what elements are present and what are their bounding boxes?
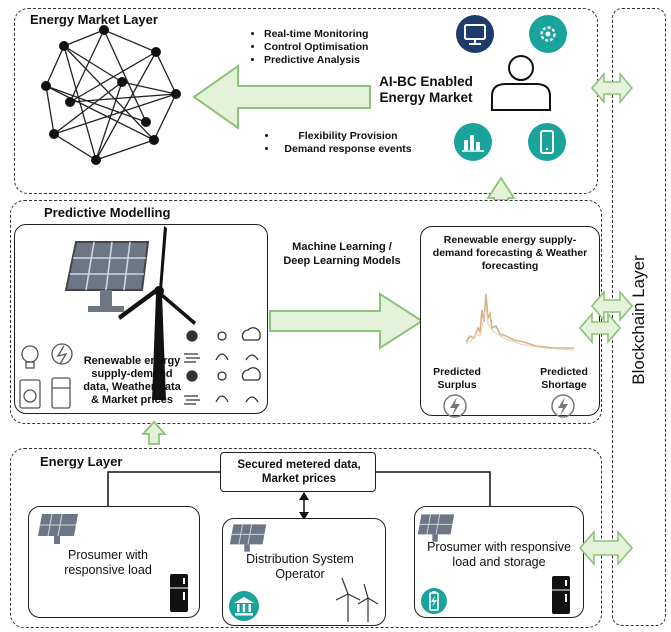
ml-to-forecast-arrow <box>269 292 424 350</box>
energy-layer <box>10 448 602 628</box>
dso-label: Distribution System Operator <box>246 552 354 581</box>
weather-icons <box>184 327 261 405</box>
market-services-list: Flexibility Provision Demand response ev… <box>262 130 418 156</box>
fridge-icon <box>170 574 188 612</box>
solar-panel-icon <box>64 241 150 312</box>
predictive-to-market-arrow <box>486 176 516 200</box>
prosumer-left-label: Prosumer with responsive load <box>64 548 152 577</box>
fridge-icon <box>552 576 570 614</box>
blockchain-layer <box>612 8 666 626</box>
monitor-icon <box>456 15 494 53</box>
solar-panel-icon <box>417 514 455 542</box>
solar-panel-icon <box>229 524 267 552</box>
market-blockchain-arrow <box>590 71 634 105</box>
predicted-shortage-label: Predicted Shortage <box>540 366 588 391</box>
inputs-label: Renewable energy supply-demand data, Wea… <box>83 355 181 406</box>
wind-turbine-icon <box>335 577 379 622</box>
energy-blockchain-arrow <box>578 529 634 567</box>
market-to-network-arrow <box>192 64 371 130</box>
metered-data-label: Secured metered data, Market prices <box>237 459 361 485</box>
predicted-surplus-label: Predicted Surplus <box>433 366 481 391</box>
market-label-line2: Energy Market <box>379 90 473 105</box>
bank-icon <box>229 591 259 621</box>
forecast-title: Renewable energy supply-demand forecasti… <box>432 234 588 272</box>
bullet-item: Demand response events <box>278 143 418 156</box>
user-icon <box>491 55 551 111</box>
analytics-icon <box>454 123 492 161</box>
market-label: AI-BC Enabled Energy Market <box>368 74 484 106</box>
market-label-line1: AI-BC Enabled <box>379 74 473 89</box>
bullet-item: Predictive Analysis <box>264 54 368 67</box>
predictive-blockchain-arrow <box>590 289 634 323</box>
mobile-icon <box>528 123 566 161</box>
lightning-icon <box>443 394 467 418</box>
forecast-chart-icon <box>465 293 575 351</box>
energy-to-predictive-arrow <box>141 420 167 445</box>
forecast-panel <box>420 226 600 416</box>
gear-icon <box>529 15 567 53</box>
forecast-blockchain-arrow <box>578 311 622 345</box>
energy-market-layer-title: Energy Market Layer <box>30 12 158 27</box>
appliance-icons <box>19 343 73 409</box>
energy-layer-title: Energy Layer <box>40 454 123 469</box>
bullet-item: Control Optimisation <box>264 41 368 54</box>
ml-models-label: Machine Learning / Deep Learning Models <box>283 241 401 267</box>
energy-market-layer <box>14 8 598 194</box>
battery-icon <box>421 588 447 614</box>
bullet-item: Flexibility Provision <box>278 130 418 143</box>
lightning-icon <box>551 394 575 418</box>
solar-panel-icon <box>38 513 78 544</box>
predictive-modelling-title: Predictive Modelling <box>44 205 171 220</box>
prosumer-right-label: Prosumer with responsive load and storag… <box>427 540 571 569</box>
market-functions-list: Real-time Monitoring Control Optimisatio… <box>248 28 368 67</box>
wind-turbine-icon <box>118 226 196 400</box>
metered-data-hub <box>220 452 376 492</box>
bullet-item: Real-time Monitoring <box>264 28 368 41</box>
network-graph-icon <box>41 25 181 165</box>
